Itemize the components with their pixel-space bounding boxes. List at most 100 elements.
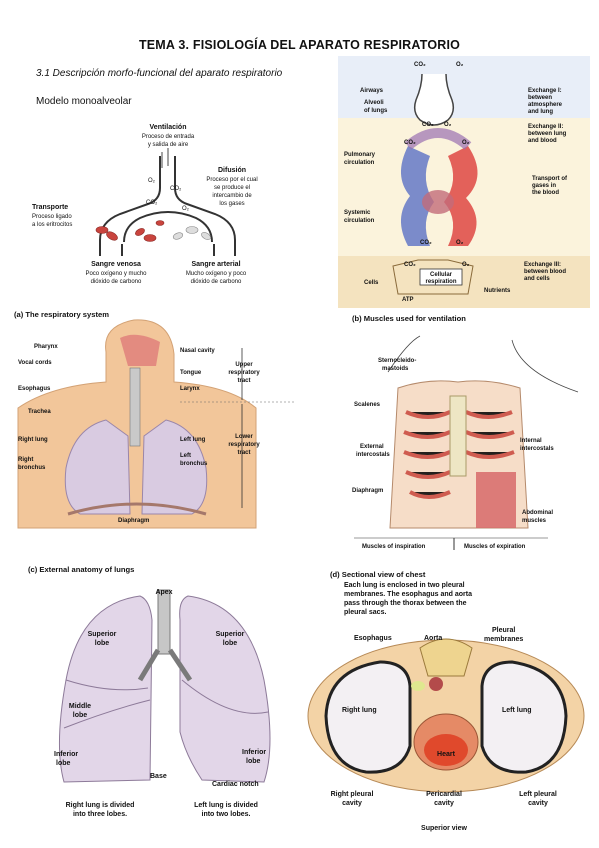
right-lung-label: Right lung <box>18 437 48 443</box>
pulmonary-circulation-label: circulation <box>344 160 375 166</box>
ventilacion-desc: Proceso de entrada <box>142 134 195 140</box>
nasal-cavity-label: Nasal cavity <box>180 348 215 354</box>
esophagus-label: Esophagus <box>354 635 392 642</box>
exchange-1-label: and lung <box>528 109 553 115</box>
exchange-2-label: between lung <box>528 131 567 137</box>
exchange-1-label: atmosphere <box>528 102 563 108</box>
sectional-description: pleural sacs. <box>344 609 386 616</box>
sectional-description: pass through the thorax between the <box>344 600 467 607</box>
pericardial-cavity-label: cavity <box>434 800 454 807</box>
lower-tract-label: tract <box>237 450 250 456</box>
upper-tract-label: Upper <box>235 362 253 368</box>
airways-label: Airways <box>360 88 384 94</box>
middle-lobe-label: lobe <box>73 712 87 719</box>
difusion-desc: Proceso por el cual <box>206 177 257 183</box>
left-lung-label: Left lung <box>502 707 532 714</box>
left-lung-label: Left lung <box>180 437 206 443</box>
o2-label: O₂ <box>444 122 452 128</box>
exchange-3-label: between blood <box>524 269 566 275</box>
caption-b: (b) Muscles used for ventilation <box>352 314 466 323</box>
o2-label: O₂ <box>462 140 470 146</box>
cells-label: Cells <box>364 280 379 286</box>
transport-label: the blood <box>532 190 559 196</box>
nutrients-label: Nutrients <box>484 288 511 294</box>
external-intercostals-label: External <box>360 444 384 450</box>
sectional-description: membranes. The esophagus and aorta <box>344 591 472 598</box>
superior-lobe-left-label: lobe <box>223 640 237 647</box>
inferior-lobe-left-label: Inferior <box>242 749 266 756</box>
superior-lobe-left-label: Superior <box>216 631 245 638</box>
tongue-label: Tongue <box>180 370 202 376</box>
right-pleural-cavity-label: cavity <box>342 800 362 807</box>
difusion-title: Difusión <box>218 167 246 174</box>
co2-label: CO₂ <box>420 240 432 246</box>
scalenes-label: Scalenes <box>354 402 381 408</box>
o2-label: O₂ <box>462 262 470 268</box>
caption-c: (c) External anatomy of lungs <box>28 565 134 574</box>
sternocleidomastoids-label: mastoids <box>382 366 409 372</box>
left-lung-division-label: into two lobes. <box>202 811 251 818</box>
muscles-expiration-label: Muscles of expiration <box>464 544 526 550</box>
co2-label: CO₂ <box>404 262 416 268</box>
cardiac-notch-label: Cardiac notch <box>212 781 259 788</box>
transport-label: gases in <box>532 183 556 189</box>
inferior-lobe-right-label: Inferior <box>54 751 78 758</box>
pharynx-label: Pharynx <box>34 344 58 350</box>
sangre-arterial-desc: Mucho oxígeno y poco <box>186 271 247 277</box>
right-lung-label: Right lung <box>342 707 377 714</box>
right-lung-division-label: into three lobes. <box>73 811 127 818</box>
atp-label: ATP <box>402 297 414 303</box>
sectional-view-figure: (d) Sectional view of chest Each lung is… <box>307 570 585 832</box>
ventilacion-title: Ventilación <box>150 124 187 131</box>
sangre-arterial-title: Sangre arterial <box>191 261 240 268</box>
svg-text:CO₂: CO₂ <box>170 186 182 192</box>
exchange-2-label: Exchange II: <box>528 124 563 130</box>
respiratory-system-figure: (a) The respiratory system Pharynx Vocal… <box>14 310 296 529</box>
exchange-3-label: Exchange III: <box>524 262 561 268</box>
middle-lobe-label: Middle <box>69 703 91 710</box>
ventilacion-desc: y salida de aire <box>148 142 189 148</box>
exchange-2-label: and blood <box>528 138 557 144</box>
difusion-desc: intercambio de <box>212 193 252 199</box>
pulmonary-circulation-label: Pulmonary <box>344 152 376 158</box>
upper-tract-label: tract <box>237 378 250 384</box>
left-bronchus-label: Left <box>180 453 191 459</box>
inferior-lobe-right-label: lobe <box>56 760 70 767</box>
aorta-label: Aorta <box>424 635 442 642</box>
pleural-membranes-label: membranes <box>484 636 523 643</box>
co2-label: CO₂ <box>404 140 416 146</box>
superior-view-label: Superior view <box>421 825 467 832</box>
base-label: Base <box>150 773 167 780</box>
exchange-3-label: and cells <box>524 276 550 282</box>
right-lung-division-label: Right lung is divided <box>66 802 135 809</box>
model-heading: Modelo monoalveolar <box>36 96 132 107</box>
section-subtitle: 3.1 Descripción morfo-funcional del apar… <box>36 68 283 79</box>
alveolar-model-figure: O₂ CO₂ CO₂ O₂ Ventilación Proceso de ent… <box>32 124 258 285</box>
alveoli-label: Alveoli <box>364 100 384 106</box>
difusion-desc: se produce el <box>214 185 250 191</box>
sangre-arterial-desc: dióxido de carbono <box>191 279 242 285</box>
svg-text:CO₂: CO₂ <box>146 200 158 206</box>
external-lungs-figure: (c) External anatomy of lungs Apex Super… <box>28 565 271 818</box>
pericardial-cavity-label: Pericardial <box>426 791 462 798</box>
external-intercostals-label: intercostals <box>356 452 390 458</box>
upper-tract-label: respiratory <box>228 370 260 376</box>
alveoli-label: of lungs <box>364 108 388 114</box>
abdominal-muscles-label: muscles <box>522 518 547 524</box>
muscles-figure: (b) Muscles used for ventilation Sternoc… <box>352 314 579 550</box>
esophagus-label: Esophagus <box>18 386 51 392</box>
o2-label: O₂ <box>456 62 464 68</box>
left-bronchus-label: bronchus <box>180 461 208 467</box>
cellular-respiration-label: Cellular <box>430 272 453 278</box>
superior-lobe-right-label: Superior <box>88 631 117 638</box>
transporte-title: Transporte <box>32 204 68 211</box>
cellular-respiration-label: respiration <box>425 279 456 285</box>
vocal-cords-label: Vocal cords <box>18 360 52 366</box>
svg-text:O₂: O₂ <box>182 206 190 212</box>
left-lung-division-label: Left lung is divided <box>194 802 258 809</box>
trachea-label: Trachea <box>28 409 51 415</box>
diaphragm-label: Diaphragm <box>118 518 149 524</box>
co2-label: CO₂ <box>414 62 426 68</box>
right-bronchus-label: Right <box>18 457 33 463</box>
pleural-membranes-label: Pleural <box>492 627 515 634</box>
